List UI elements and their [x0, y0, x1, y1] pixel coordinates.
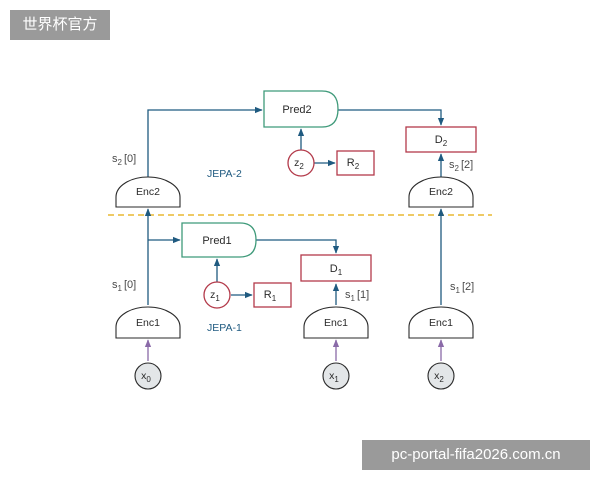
pred2-box: Pred2 [263, 90, 339, 128]
x0-sub: 0 [146, 375, 151, 384]
r1-box: R1 [253, 282, 292, 308]
x0-label: x [141, 370, 147, 382]
enc1-right: Enc1 [408, 306, 474, 339]
label-s1-0: s1[0] [112, 279, 136, 293]
svg-text:z2: z2 [294, 157, 304, 171]
z1-label: z [210, 289, 215, 301]
z2-node: z2 [287, 149, 315, 177]
pred2-label: Pred2 [282, 104, 311, 116]
input-x0: x0 [134, 362, 162, 390]
enc2-right: Enc2 [408, 176, 474, 208]
watermark-top-left: 世界杯官方 [10, 10, 110, 40]
r2-label: R [347, 157, 355, 169]
r1-label: R [264, 289, 272, 301]
d2-box: D2 [405, 126, 477, 153]
label-s1-1: s1[1] [345, 289, 369, 303]
arrow-pred1-to-d1 [256, 239, 340, 254]
pred1-box: Pred1 [181, 222, 257, 258]
enc1-left: Enc1 [115, 306, 181, 339]
d1-sub: 1 [338, 268, 343, 277]
label-s1-2: s1[2] [450, 281, 474, 295]
enc1-mid: Enc1 [303, 306, 369, 339]
arrow-pred2-to-d2 [338, 109, 445, 126]
d1-label: D [330, 263, 338, 275]
label-s2-2: s2[2] [449, 159, 473, 173]
svg-text:R1: R1 [264, 289, 277, 303]
enc1-mid-label: Enc1 [324, 317, 348, 329]
arrow-enc2-to-pred2 [147, 106, 263, 178]
jepa1-label: JEPA-1 [207, 322, 242, 334]
enc2-left-label: Enc2 [136, 186, 160, 198]
x2-sub: 2 [439, 375, 444, 384]
enc2-left: Enc2 [115, 176, 181, 208]
input-x2: x2 [427, 362, 455, 390]
input-x1: x1 [322, 362, 350, 390]
r1-sub: 1 [272, 294, 277, 303]
z1-node: z1 [203, 281, 231, 309]
svg-text:x1: x1 [329, 370, 339, 384]
r2-sub: 2 [355, 162, 360, 171]
enc1-left-label: Enc1 [136, 317, 160, 329]
watermark-bottom-right: pc-portal-fifa2026.com.cn [362, 440, 590, 470]
svg-text:D2: D2 [435, 134, 448, 148]
z2-label: z [294, 157, 299, 169]
enc2-right-label: Enc2 [429, 186, 453, 198]
pred1-label: Pred1 [202, 235, 231, 247]
x1-label: x [329, 370, 335, 382]
label-s2-0: s2[0] [112, 153, 136, 167]
z1-sub: 1 [215, 294, 220, 303]
d1-box: D1 [300, 254, 372, 282]
z2-sub: 2 [299, 162, 304, 171]
svg-text:D1: D1 [330, 263, 343, 277]
enc1-right-label: Enc1 [429, 317, 453, 329]
svg-text:x0: x0 [141, 370, 151, 384]
svg-text:z1: z1 [210, 289, 220, 303]
x1-sub: 1 [334, 375, 339, 384]
d2-label: D [435, 134, 443, 146]
x2-label: x [434, 370, 440, 382]
jepa2-label: JEPA-2 [207, 168, 242, 180]
svg-text:x2: x2 [434, 370, 444, 384]
svg-text:R2: R2 [347, 157, 360, 171]
r2-box: R2 [336, 150, 375, 176]
d2-sub: 2 [443, 139, 448, 148]
